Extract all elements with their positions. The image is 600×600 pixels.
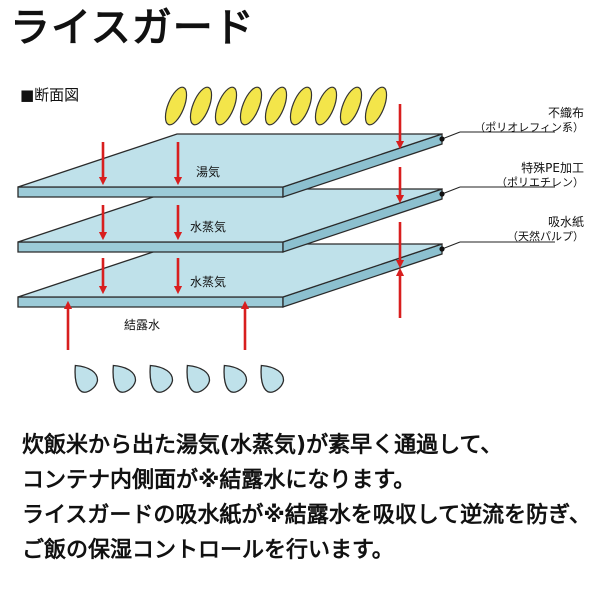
description-line: 炊飯米から出た湯気(水蒸気)が素早く通過して、 <box>22 433 503 458</box>
layer-material: （ポリオレフィン系） <box>474 121 584 134</box>
layer-leaders <box>439 131 555 252</box>
flow-label-condensation: 結露水 <box>124 318 160 332</box>
rice-grain <box>189 86 213 126</box>
page-title: ライスガード <box>10 5 255 51</box>
water-droplets <box>74 364 285 393</box>
layer-name: 特殊PE加工 <box>521 160 584 175</box>
layer-material: （ポリエチレン） <box>496 176 584 189</box>
water-droplet <box>223 364 248 393</box>
sheet-middle <box>17 188 443 253</box>
rice-grain <box>264 86 288 126</box>
description-line: ご飯の保湿コントロールを行います。 <box>22 538 394 563</box>
rice-grain <box>314 86 338 126</box>
rice-grain <box>164 86 188 126</box>
description-line: ライスガードの吸水紙が※結露水を吸収して逆流を防ぎ、 <box>22 503 591 528</box>
flow-label-vapor: 水蒸気 <box>190 219 226 234</box>
rice-grain <box>364 86 388 126</box>
layer-material: （天然パルプ） <box>507 229 584 243</box>
water-droplet <box>186 364 211 393</box>
layer-name: 吸水紙 <box>548 214 584 229</box>
flow-label-vapor: 水蒸気 <box>190 274 226 289</box>
water-droplet <box>149 364 174 393</box>
flow-label-steam: 湯気 <box>196 164 220 179</box>
water-droplet <box>74 364 99 393</box>
rice-grain <box>239 86 263 126</box>
cross-section-diagram: ■断面図 不織布 <box>17 86 584 393</box>
leader-dot <box>439 136 445 142</box>
rice-grain <box>339 86 363 126</box>
layer-name: 不織布 <box>548 106 584 120</box>
section-label: ■断面図 <box>20 86 79 104</box>
description-line: コンテナ内側面が※結露水になります。 <box>22 468 416 493</box>
sheet-bottom <box>17 243 443 308</box>
flow-arrows <box>63 104 405 350</box>
water-droplet <box>112 364 137 393</box>
rice-grain <box>214 86 238 126</box>
rice-grains <box>164 86 388 126</box>
description: 炊飯米から出た湯気(水蒸気)が素早く通過して、 コンテナ内側面が※結露水になりま… <box>22 428 592 568</box>
sheet-top <box>17 133 443 198</box>
leader-dot <box>439 191 445 197</box>
water-droplet <box>260 364 285 393</box>
leader-dot <box>439 246 445 252</box>
rice-grain <box>289 86 313 126</box>
